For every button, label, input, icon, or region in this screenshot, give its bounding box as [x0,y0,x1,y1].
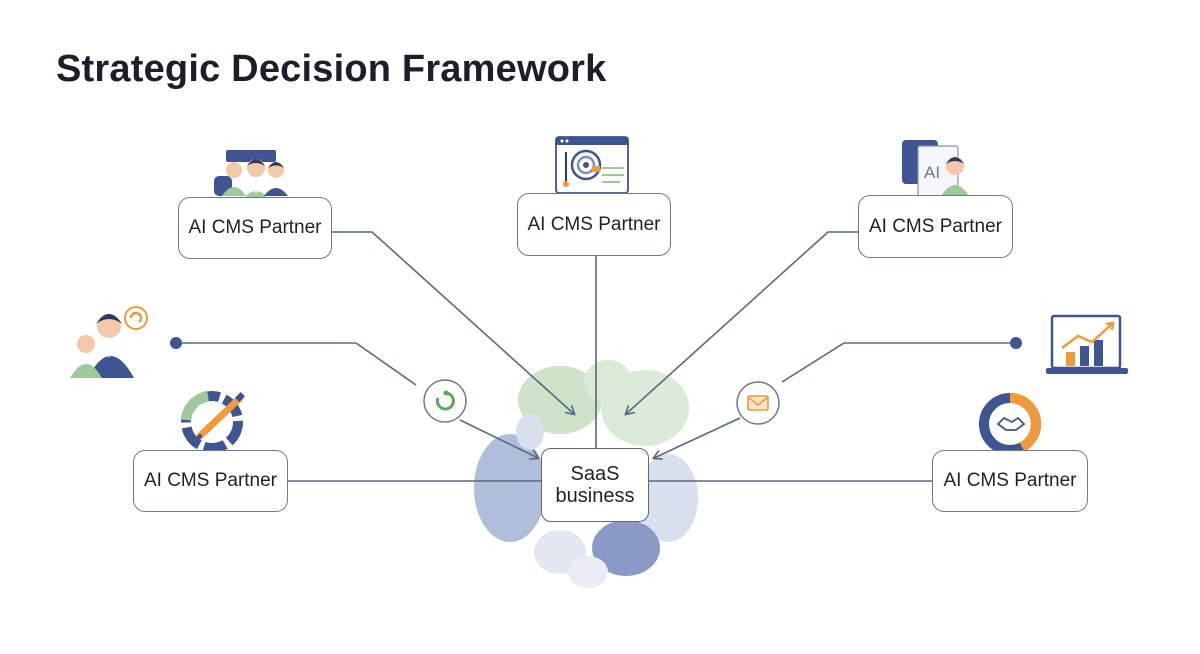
center-node-line1: SaaS [570,463,620,485]
partner-node-bottom-left[interactable]: AI CMS Partner [133,450,288,512]
page-title: Strategic Decision Framework [56,48,607,90]
mail-circle-icon [736,381,780,425]
partner-node-bottom-right[interactable]: AI CMS Partner [932,450,1088,512]
partner-node-label: AI CMS Partner [527,213,661,235]
partner-node-label: AI CMS Partner [943,470,1077,491]
center-node-line2: business [555,485,635,507]
endpoint-dot-left [170,337,182,349]
advisor-person-icon [70,306,148,378]
laptop-bar-chart-icon [1046,314,1128,374]
refresh-circle-icon [423,379,467,423]
target-dashboard-icon [555,136,629,194]
partner-node-label: AI CMS Partner [868,215,1003,237]
ai-badge-text: AI [924,163,940,182]
connector-right-c [654,417,741,458]
connector-top-right [626,231,858,414]
ai-document-person-icon: AI [902,140,970,198]
partner-node-label: AI CMS Partner [143,470,278,491]
partner-node-top-right[interactable]: AI CMS Partner [858,195,1013,258]
connector-right-b [781,342,845,383]
pie-chart-pencil-icon [181,391,245,453]
connector-top-left [332,231,574,414]
endpoint-dot-right [1010,337,1022,349]
team-icon [214,150,288,204]
connector-left-c [459,419,538,458]
connector-left-b [355,342,417,386]
partner-node-top-left[interactable]: AI CMS Partner [178,197,332,259]
connectors [176,231,1016,482]
handshake-donut-icon [979,393,1042,455]
center-node-saas-business[interactable]: SaaS business [541,448,649,522]
partner-node-top-center[interactable]: AI CMS Partner [517,193,671,256]
partner-node-label: AI CMS Partner [188,217,322,238]
